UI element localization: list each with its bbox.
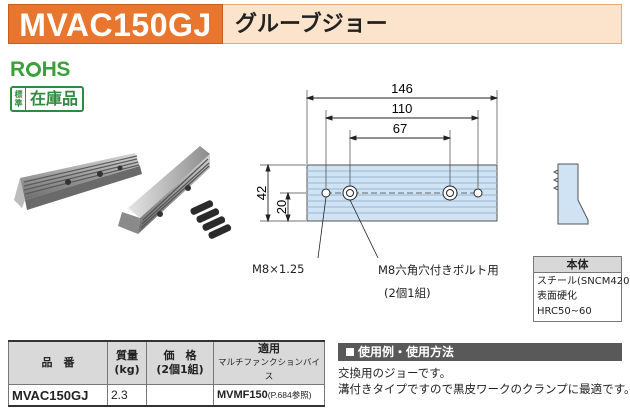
square-bullet-icon [346, 348, 354, 356]
jaw-right [118, 146, 210, 234]
dim-overall: 146 [391, 81, 413, 96]
thread-note: M8×1.25 [252, 262, 305, 276]
side-profile-drawing [552, 163, 589, 225]
rohs-r: R [10, 58, 25, 81]
cell-applicable-model: MVMF150 [217, 389, 268, 401]
groove-lines [307, 170, 497, 214]
col-applicable-sub: マルチファンクションバイス [217, 358, 320, 382]
col-mass: 質量 (kg) [107, 340, 147, 385]
material-line: スチール(SNCM420) [537, 276, 630, 287]
usage-heading: 使用例・使用方法 [338, 343, 622, 361]
stock-label-bottom: 準 [14, 99, 23, 108]
bolt-note: M8六角穴付きボルト用 [378, 263, 499, 277]
material-title: 本体 [534, 257, 621, 273]
bolts [190, 200, 232, 239]
set-note: (2個1組) [384, 286, 431, 300]
usage-line: 交換用のジョーです。 [338, 366, 452, 380]
jaw-left [14, 153, 142, 210]
dim-hole-outer: 110 [392, 101, 413, 116]
stock-label-top: 標 [14, 90, 23, 99]
material-box: 本体 スチール(SNCM420) 表面硬化 HRC50~60 [533, 256, 630, 322]
col-applicable-label: 適用 [258, 342, 280, 355]
product-code-banner: MVAC150GJ [8, 4, 223, 44]
cell-price [146, 384, 214, 407]
cell-applicable: MVMF150(P.684参照) [213, 384, 325, 407]
table-row: MVAC150GJ 2.3 MVMF150(P.684参照) [8, 384, 325, 407]
dim-hole-inner: 67 [393, 121, 407, 136]
col-mass-label: 質量 [116, 349, 138, 362]
stock-badge-label: 標 準 [12, 88, 26, 110]
cell-applicable-ref: (P.684参照) [267, 390, 312, 400]
col-mass-unit: (kg) [114, 363, 140, 376]
cell-mass: 2.3 [107, 384, 147, 407]
usage-title: 使用例・使用方法 [358, 345, 455, 359]
rohs-ring-icon [25, 62, 41, 77]
product-photo [14, 146, 232, 239]
spec-table: 品 番 質量 (kg) 価 格 (2個1組) 適用 マルチファンクションバイス … [8, 340, 325, 407]
standard-stock-badge: 標 準 在庫品 [10, 86, 85, 112]
col-price-unit: (2個1組) [156, 363, 204, 376]
product-name-banner: グルーブジョー [223, 4, 622, 44]
col-applicable: 適用 マルチファンクションバイス [213, 340, 325, 385]
cell-part-no: MVAC150GJ [8, 384, 108, 407]
material-line: 表面硬化 [537, 291, 577, 302]
col-price-label: 価 格 [163, 349, 197, 362]
usage-line: 溝付きタイプですので黒皮ワークのクランプに最適です。 [338, 382, 630, 396]
rohs-hs: HS [41, 58, 71, 81]
material-line: HRC50~60 [537, 306, 592, 317]
rohs-logo: R HS [10, 58, 70, 82]
front-view-drawing: 146 110 67 42 20 [254, 81, 499, 259]
stock-badge-value: 在庫品 [30, 89, 79, 108]
dim-hole-height: 20 [274, 200, 289, 214]
col-price: 価 格 (2個1組) [146, 340, 214, 385]
col-part-no: 品 番 [8, 340, 108, 385]
dim-height: 42 [254, 186, 269, 200]
material-body: スチール(SNCM420) 表面硬化 HRC50~60 [534, 273, 630, 320]
